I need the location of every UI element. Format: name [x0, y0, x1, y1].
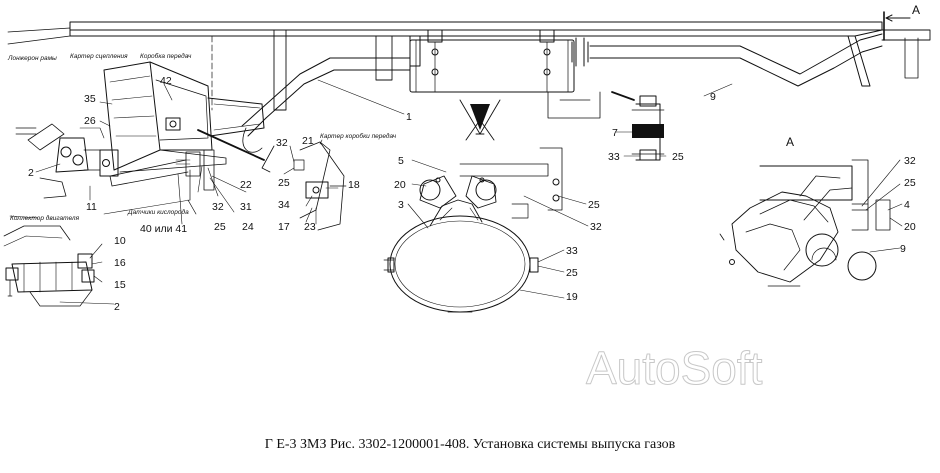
callout-33-muffler: 33: [566, 245, 578, 257]
callout-25-muffler-side: 25: [566, 267, 578, 279]
clamp-detail: [611, 91, 665, 161]
callout-25-view: 25: [904, 177, 916, 189]
callout-31: 31: [240, 201, 252, 213]
callout-numbers: 1 2 2 3 4 5 7 9 9 10 11 15 16 17 18 19 2…: [28, 3, 920, 313]
callout-34: 34: [278, 199, 290, 211]
callout-17: 17: [278, 221, 290, 233]
label-oxygen-sensors: Датчики кислорода: [127, 208, 189, 216]
callout-35: 35: [84, 93, 96, 105]
callout-32-muffler: 32: [590, 221, 602, 233]
callout-21: 21: [302, 135, 314, 147]
callout-15: 15: [114, 279, 126, 291]
callout-23: 23: [304, 221, 316, 233]
callout-33-clamp: 33: [608, 151, 620, 163]
callout-3: 3: [398, 199, 404, 211]
callout-25-clamp: 25: [672, 151, 684, 163]
callout-10: 10: [114, 235, 126, 247]
callout-9: 9: [710, 91, 716, 103]
label-engine-manifold: Коллектор двигателя: [10, 214, 80, 222]
label-gearbox-case: Картер коробки передач: [320, 132, 397, 140]
callout-25-muffler-top: 25: [588, 199, 600, 211]
callout-20: 20: [394, 179, 406, 191]
callout-25-bracket: 25: [278, 177, 290, 189]
muffler: [409, 29, 601, 141]
engine-manifold-left: [15, 123, 105, 199]
leader-lines: [9, 79, 903, 305]
part-labels: Лонжерон рамы Картер сцепления Коробка п…: [7, 52, 397, 222]
watermark: AutoSoft: [586, 342, 763, 394]
callout-7: 7: [612, 127, 618, 139]
callout-32-bracket: 32: [276, 137, 288, 149]
view-a-detail: [719, 159, 891, 287]
view-arrow: [883, 11, 911, 41]
callout-42: 42: [160, 75, 172, 87]
gearbox-assembly: [99, 61, 265, 215]
callout-2: 2: [28, 167, 34, 179]
callout-24: 24: [242, 221, 254, 233]
callout-32-view: 32: [904, 155, 916, 167]
label-gearbox: Коробка передач: [140, 52, 192, 60]
manifold-detail: [3, 225, 95, 307]
view-a-title: А: [786, 135, 794, 149]
callout-9-view: 9: [900, 243, 906, 255]
callout-19: 19: [566, 291, 578, 303]
arrow-a-label: А: [912, 3, 920, 17]
callout-32-gearbox: 32: [212, 201, 224, 213]
callout-22: 22: [240, 179, 252, 191]
callout-25-gearbox: 25: [214, 221, 226, 233]
label-frame-rail: Лонжерон рамы: [7, 55, 57, 62]
label-clutch-housing: Картер сцепления: [70, 53, 128, 60]
callout-40-41: 40 или 41: [140, 223, 187, 235]
callout-5: 5: [398, 155, 404, 167]
callout-18: 18: [348, 179, 360, 191]
muffler-section-view: [383, 147, 563, 313]
callout-26: 26: [84, 115, 96, 127]
callout-20-view: 20: [904, 221, 916, 233]
callout-11: 11: [86, 201, 97, 213]
callout-16: 16: [114, 257, 126, 269]
callout-4: 4: [904, 199, 910, 211]
callout-2-detail: 2: [114, 301, 120, 313]
callout-1: 1: [406, 111, 412, 123]
gearbox-case-detail: [261, 141, 347, 231]
figure-caption: Г Е-3 ЗМЗ Рис. 3302-1200001-408. Установ…: [264, 437, 676, 452]
